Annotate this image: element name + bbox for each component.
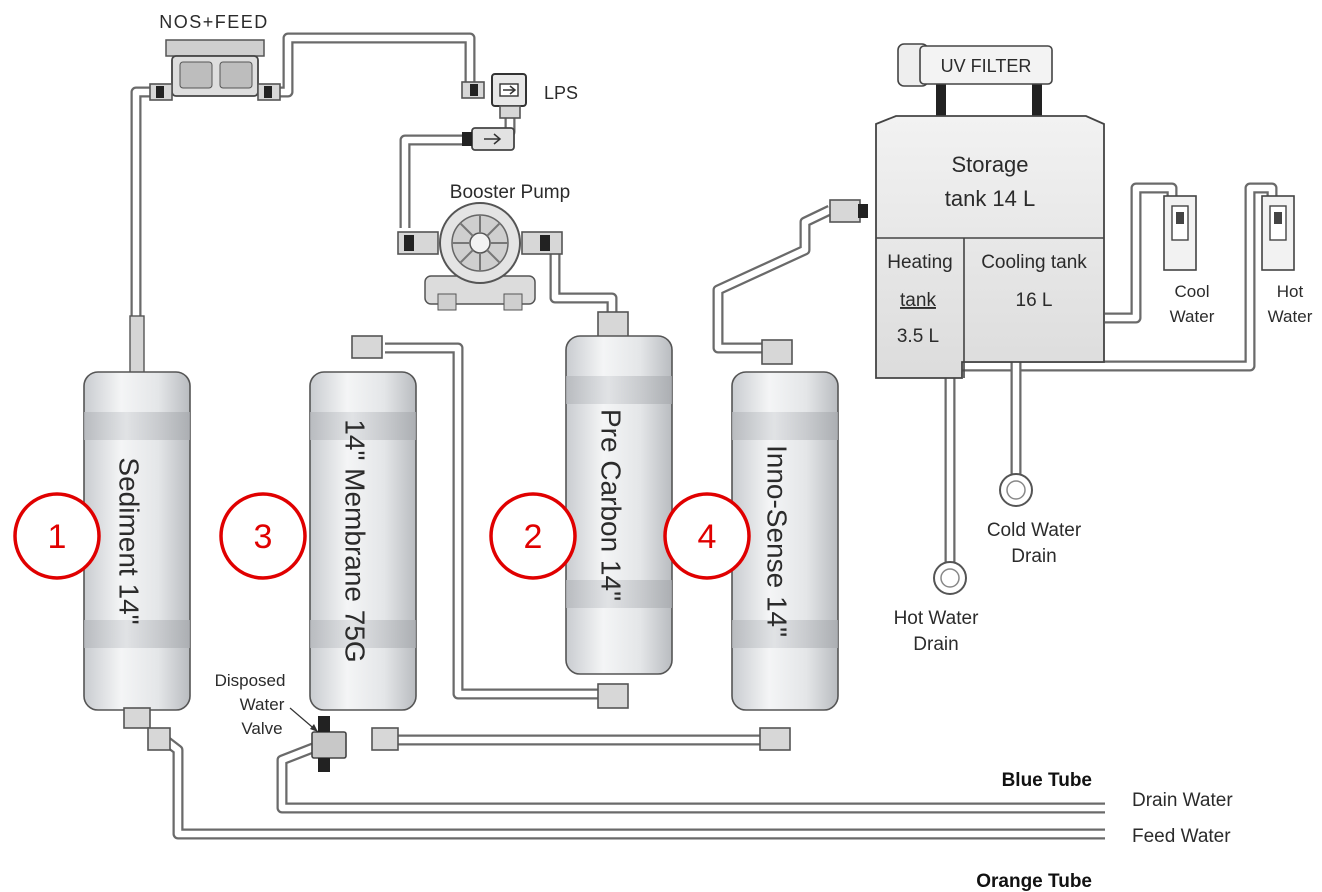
heating-label-line3: 3.5 L [897,326,939,347]
cold-drain-label-line2: Drain [1011,546,1056,567]
cold-drain-label-line1: Cold Water [987,520,1082,541]
blue-tube-label: Blue Tube [1002,770,1092,791]
storage-label-line2: tank 14 L [945,186,1036,211]
disposed-water-valve [289,707,347,772]
disposed-label-line3: Valve [241,719,282,738]
hot-water-tap-icon [1261,195,1295,271]
cold-water-drain-icon [999,473,1033,507]
filter-pre-carbon [565,311,673,709]
filter-sediment [83,315,191,751]
filter-label-membrane: 14" Membrane 75G [340,419,371,662]
step-number-1: 1 [48,518,67,556]
booster-pump-label: Booster Pump [450,182,570,203]
filter-label-pre-carbon: Pre Carbon 14" [596,409,627,601]
cooling-label-line2: 16 L [1016,290,1053,311]
step-number-4: 4 [698,518,717,556]
nos-feed-valve [149,39,281,101]
check-valve [462,127,515,151]
uv-filter [897,43,1053,124]
storage-label-line1: Storage [951,152,1028,177]
step-number-3: 3 [254,518,273,556]
uv-filter-label: UV FILTER [941,56,1032,76]
filter-label-inno-sense: Inno-Sense 14" [762,445,793,637]
step-marker-3: 3 [219,492,307,580]
heating-label-line1: Heating [887,252,953,273]
filter-inno-sense [731,339,839,751]
step-marker-4: 4 [663,492,751,580]
step-marker-2: 2 [489,492,577,580]
step-marker-1: 1 [13,492,101,580]
step-number-2: 2 [524,518,543,556]
nos-feed-label: NOS+FEED [159,12,269,32]
disposed-label-line2: Water [240,695,285,714]
cool-water-tap-icon [1163,195,1197,271]
lps-switch [461,73,527,119]
hot-water-label-line1: Hot [1277,282,1304,301]
lps-label: LPS [544,83,578,103]
hot-water-drain-icon [933,561,967,595]
filter-label-sediment: Sediment 14" [114,457,145,624]
cooling-label-line1: Cooling tank [981,252,1087,273]
feed-water-label: Feed Water [1132,826,1231,847]
drain-water-label: Drain Water [1132,790,1233,811]
heating-label-line2: tank [900,290,936,311]
booster-pump [397,202,563,311]
cool-water-label-line1: Cool [1175,282,1210,301]
disposed-label-line1: Disposed [215,671,286,690]
hot-water-label-line2: Water [1268,307,1313,326]
filter-membrane [309,335,417,751]
hot-drain-label-line1: Hot Water [894,608,979,629]
cool-water-label-line2: Water [1170,307,1215,326]
storage-unit [829,115,1105,379]
hot-drain-label-line2: Drain [913,634,958,655]
tubing [130,32,1278,840]
orange-tube-label: Orange Tube [976,871,1092,892]
